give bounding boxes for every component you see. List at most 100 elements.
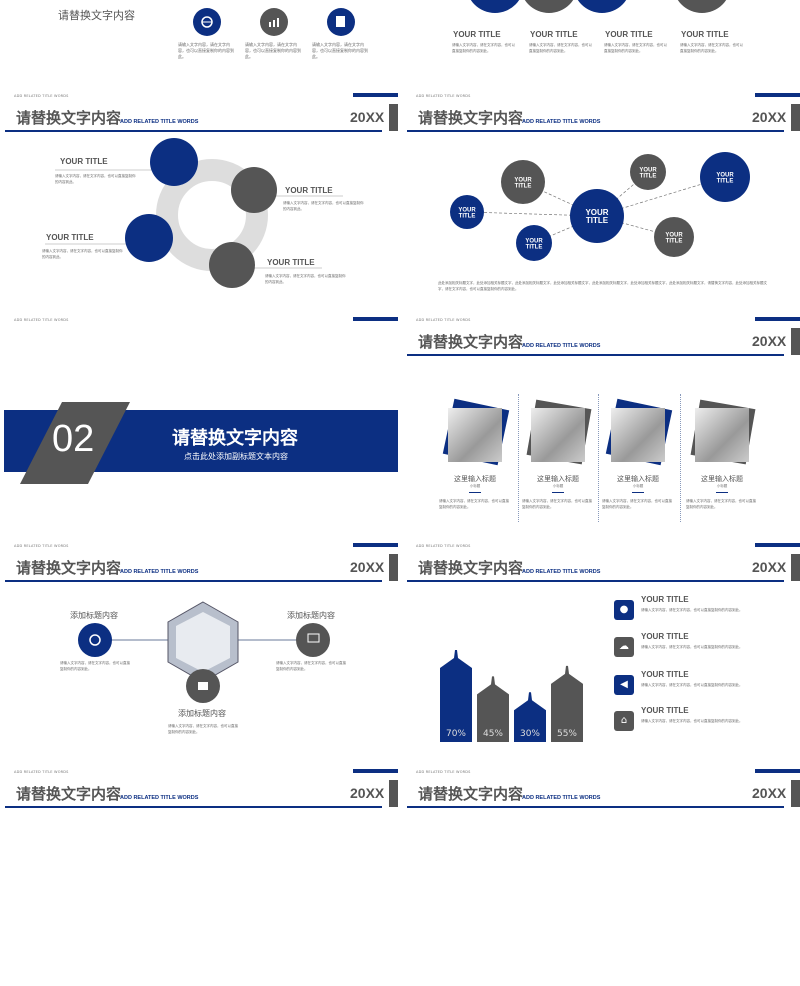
- body-text: 请输入文字内容，请在文字内容，也可以直接复制你的内容到此。: [680, 43, 743, 53]
- side-tab: [791, 104, 800, 131]
- card-title: 这里输入标题: [617, 475, 659, 483]
- ring-node: [125, 214, 173, 262]
- bar: [514, 692, 546, 742]
- item-title: YOUR TITLE: [285, 186, 333, 195]
- header-rule: [5, 130, 382, 132]
- slide-title: 请替换文字内容: [16, 785, 122, 803]
- year-label: 20XX: [752, 109, 787, 125]
- slide-subtitle: ADD RELATED TITLE WORDS: [522, 119, 601, 125]
- bar-label: 45%: [483, 729, 503, 739]
- accent-bar: [755, 543, 800, 547]
- item-title: YOUR TITLE: [641, 595, 689, 604]
- hexagon-diagram: [78, 601, 330, 703]
- body-text: 请输入文字内容，请在文字内容，也可以直接复制你的内容到此。: [604, 43, 667, 53]
- slide-subtitle: ADD RELATED TITLE WORDS: [522, 795, 601, 801]
- slide-title: 请替换文字内容: [58, 9, 135, 22]
- card-subtitle: 小标题: [632, 484, 644, 488]
- bubble-label: TITLE: [459, 213, 476, 219]
- card-title: 这里输入标题: [454, 475, 496, 483]
- item-title: YOUR TITLE: [641, 706, 689, 715]
- ring-node: [150, 138, 198, 186]
- cloud-download-icon: ☁: [614, 637, 634, 657]
- body-text: 请输入文字内容，请在文字内容，也可以直接复制你的内容到此。: [439, 499, 509, 509]
- side-tab: [389, 780, 398, 807]
- item-label: 添加标题内容: [70, 611, 118, 620]
- small-header: ADD RELATED TITLE WORDS: [14, 318, 69, 322]
- bubble-node: [450, 195, 484, 229]
- card-divider: [469, 492, 481, 493]
- bubble-label: TITLE: [640, 173, 657, 179]
- column-separator: [518, 394, 519, 522]
- bubble-label: TITLE: [586, 216, 609, 225]
- header-rule: [407, 354, 784, 356]
- bubble-node: [501, 160, 545, 204]
- item-title: YOUR TITLE: [605, 30, 653, 39]
- side-tab: [791, 780, 800, 807]
- column-separator: [598, 394, 599, 522]
- slide-titles-partial[interactable]: YOUR TITLE YOUR TITLE YOUR TITLE YOUR TI…: [402, 0, 800, 84]
- accent-bar: [353, 543, 398, 547]
- center-bubble: [570, 189, 624, 243]
- item-title: YOUR TITLE: [530, 30, 578, 39]
- body-text: 请输入文字内容，请在文字内容，也可以直接复制你的内容到此。: [276, 661, 346, 671]
- slide-title: 请替换文字内容: [16, 559, 122, 577]
- card-subtitle: 小标题: [469, 484, 481, 488]
- body-text: 此处添加相关标题文字，此处添加相关标题文字，此处添加相关标题文字，此处添加相关标…: [438, 281, 767, 291]
- small-header: ADD RELATED TITLE WORDS: [416, 770, 471, 774]
- small-header: ADD RELATED TITLE WORDS: [416, 94, 471, 98]
- chat-bubble-icon: ●: [614, 600, 634, 620]
- bubble-label: YOUR: [639, 167, 657, 173]
- header-rule: [5, 580, 382, 582]
- bubble-label: YOUR: [585, 208, 608, 217]
- body-text: 请输入文字内容，请在文字内容，也可以直接复制你的内容到此。: [641, 645, 743, 649]
- column-separator: [680, 394, 681, 522]
- header-rule: [407, 130, 784, 132]
- slide-section[interactable]: ADD RELATED TITLE WORDS 02 请替换文字内容 点击此处添…: [0, 314, 398, 534]
- slide-title: 请替换文字内容: [418, 333, 524, 351]
- body-text: 请输入文字内容，请在文字内容，也可以直接复制你的内容到此。: [178, 42, 234, 59]
- body-text: 请输入文字内容，请在文字内容，也可以直接复制你的内容到此。: [529, 43, 592, 53]
- section-subtitle: 点击此处添加副标题文本内容: [184, 452, 288, 461]
- bar-chart: 70%45%30%55%: [440, 650, 583, 742]
- accent-bar: [353, 769, 398, 773]
- slide-title: 请替换文字内容: [418, 109, 524, 127]
- section-title: 请替换文字内容: [172, 428, 298, 449]
- card-subtitle: 小标题: [552, 484, 564, 488]
- bubble-node: [630, 154, 666, 190]
- card-photo: [448, 408, 502, 462]
- slide-title: 请替换文字内容: [16, 109, 122, 127]
- bubble-label: YOUR: [458, 207, 476, 213]
- item-title: YOUR TITLE: [60, 157, 108, 166]
- body-text: 请输入文字内容，请在文字内容，也可以直接复制你的内容到此。: [283, 201, 364, 211]
- bar-label: 70%: [446, 729, 466, 739]
- body-text: 请输入文字内容，请在文字内容，也可以直接复制你的内容到此。: [641, 683, 743, 687]
- card-title: 这里输入标题: [537, 475, 579, 483]
- slide-icons-partial[interactable]: 请替换文字内容 请输入文字内容，请在文字内容，也可以直接复制你的内容到此。 请输…: [0, 0, 398, 84]
- section-number: 02: [52, 418, 95, 460]
- number-parallelogram: [20, 402, 130, 484]
- card-photo: [695, 408, 749, 462]
- body-text: 请输入文字内容，请在文字内容，也可以直接复制你的内容到此。: [602, 499, 672, 509]
- year-label: 20XX: [350, 785, 385, 801]
- slide-title: 请替换文字内容: [418, 559, 524, 577]
- header-rule: [407, 580, 784, 582]
- bar-label: 30%: [520, 729, 540, 739]
- accent-bar: [755, 93, 800, 97]
- year-label: 20XX: [350, 109, 385, 125]
- body-text: 请输入文字内容，请在文字内容，也可以直接复制你的内容到此。: [686, 499, 756, 509]
- body-text: 请输入文字内容，请在文字内容，也可以直接复制你的内容到此。: [641, 719, 743, 723]
- body-text: 请输入文字内容，请在文字内容，也可以直接复制你的内容到此。: [42, 249, 123, 259]
- year-label: 20XX: [350, 559, 385, 575]
- icon-circles: [193, 8, 355, 36]
- side-tab: [791, 328, 800, 355]
- top-circles: [470, 0, 727, 13]
- side-tab: [389, 554, 398, 581]
- item-title: YOUR TITLE: [267, 258, 315, 267]
